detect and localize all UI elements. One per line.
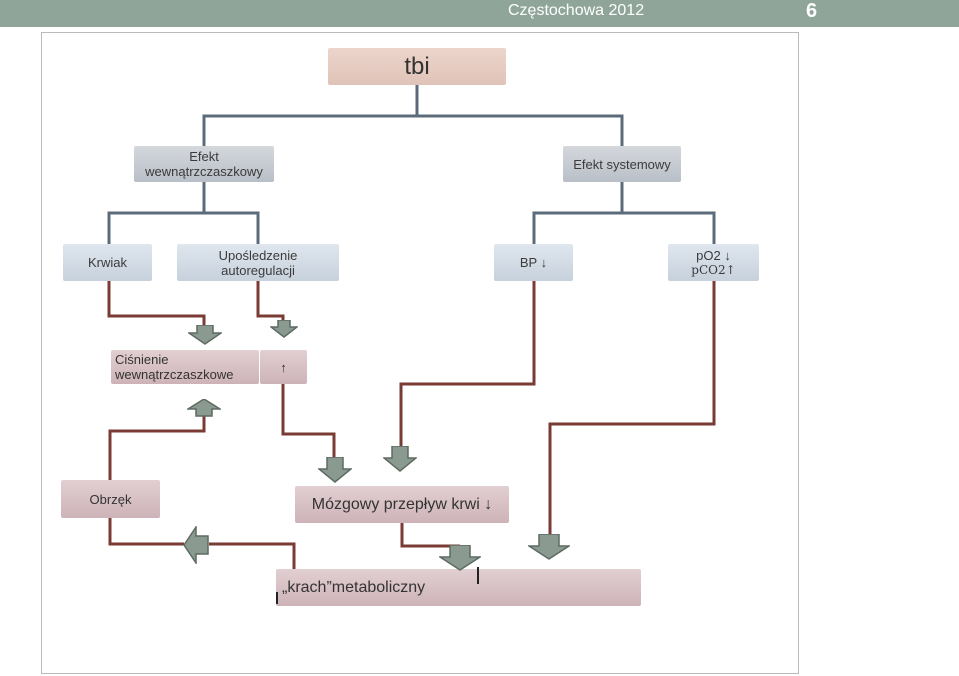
left-arrow-icon [183, 526, 209, 564]
metabolic-marker [276, 592, 278, 604]
connector-root-branch [202, 114, 624, 146]
gases-node: pO2 ↓ pCO2↑ [668, 244, 759, 281]
connector-intracranial-branch [107, 211, 260, 244]
bp-label: BP ↓ [519, 255, 548, 270]
hematoma-label: Krwiak [87, 255, 127, 270]
root-node: tbi [328, 48, 506, 85]
flow-cbf-metabolic [400, 522, 460, 548]
cbf-node: Mózgowy przepływ krwi ↓ [295, 486, 509, 523]
icp-arrow-node: ↑ [260, 350, 307, 384]
icp-label: Ciśnienie wewnątrzczaszkowe [115, 352, 234, 382]
connector-systemic-branch [532, 211, 716, 244]
cbf-label: Mózgowy przepływ krwi ↓ [311, 496, 493, 513]
edema-label: Obrzęk [89, 491, 132, 507]
systemic-label: Efekt systemowy [573, 156, 671, 172]
metabolic-marker [477, 567, 479, 584]
slide-title: Częstochowa 2012 [508, 2, 645, 19]
pco2-label: pCO2↑ [691, 262, 736, 277]
icp-arrow-label: ↑ [280, 359, 287, 375]
metabolic-label: „krach”metaboliczny [282, 579, 426, 596]
root-label: tbi [404, 53, 430, 80]
edema-node: Obrzęk [61, 480, 160, 518]
hematoma-node: Krwiak [63, 244, 152, 281]
down-arrow-icon [188, 325, 222, 345]
systemic-node: Efekt systemowy [563, 146, 681, 182]
down-arrow-icon [528, 534, 570, 560]
down-arrow-icon [270, 320, 298, 338]
down-arrow-icon [439, 545, 481, 571]
up-arrow-icon [187, 399, 221, 417]
diagram-frame [41, 32, 799, 674]
metabolic-node: „krach”metaboliczny [276, 569, 641, 606]
bp-node: BP ↓ [494, 244, 573, 281]
flow-autoreg-icp [256, 281, 285, 320]
flow-icp-cbf [281, 384, 336, 458]
down-arrow-icon [318, 457, 352, 483]
intracranial-node: Efekt wewnątrzczaszkowy [134, 146, 274, 182]
slide-header-bar: Częstochowa 2012 6 [0, 0, 959, 27]
flow-edema-icp [108, 416, 206, 480]
flow-hematoma-icp [107, 281, 206, 325]
flow-po2-metabolic [548, 281, 716, 535]
icp-node: Ciśnienie wewnątrzczaszkowe [111, 350, 259, 384]
autoregulation-node: Upośledzenie autoregulacji [177, 244, 339, 281]
flow-metabolic-edema [209, 542, 296, 569]
flow-bp-cbf [399, 281, 536, 447]
intracranial-label: Efekt wewnątrzczaszkowy [145, 149, 263, 179]
slide-number: 6 [806, 0, 818, 22]
autoregulation-label: Upośledzenie autoregulacji [218, 247, 298, 278]
flow-edema-loop [108, 518, 184, 546]
down-arrow-icon [383, 446, 417, 472]
po2-label: pO2 ↓ [696, 247, 731, 263]
